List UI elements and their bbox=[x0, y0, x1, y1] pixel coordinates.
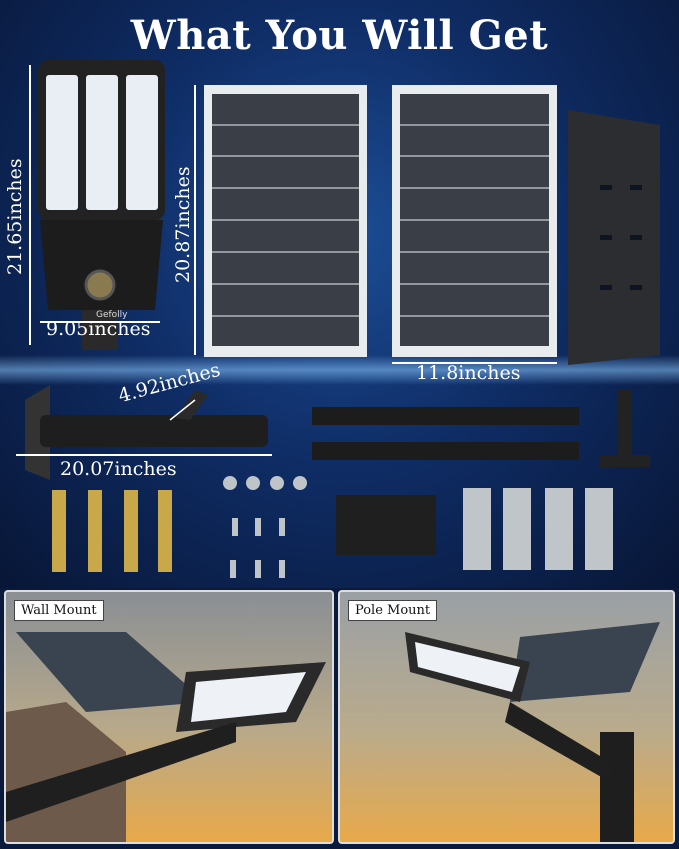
solar-panels-image bbox=[194, 85, 557, 364]
street-light-image bbox=[29, 60, 165, 350]
wall-mount-label: Wall Mount bbox=[14, 600, 104, 621]
mounting-plate-image bbox=[568, 110, 660, 365]
wall-mount-photo: Wall Mount bbox=[4, 590, 334, 844]
pole-mount-photo: Pole Mount bbox=[338, 590, 675, 844]
panel-width-label: 11.8inches bbox=[416, 362, 521, 384]
mounting-arm-image bbox=[16, 385, 272, 480]
panel-height-label: 20.87inches bbox=[172, 166, 194, 283]
arm-length-label: 20.07inches bbox=[60, 458, 177, 480]
pole-mount-illustration bbox=[405, 622, 660, 842]
page-title: What You Will Get bbox=[130, 12, 549, 59]
light-height-label: 21.65inches bbox=[4, 158, 26, 275]
light-width-label: 9.05inches bbox=[46, 318, 151, 340]
horizon-glow bbox=[0, 355, 679, 385]
pole-mount-label: Pole Mount bbox=[348, 600, 438, 621]
wall-mount-illustration bbox=[6, 632, 326, 842]
brand-logo: Gefolly bbox=[96, 310, 128, 320]
hardware-accessories-image bbox=[52, 390, 650, 578]
